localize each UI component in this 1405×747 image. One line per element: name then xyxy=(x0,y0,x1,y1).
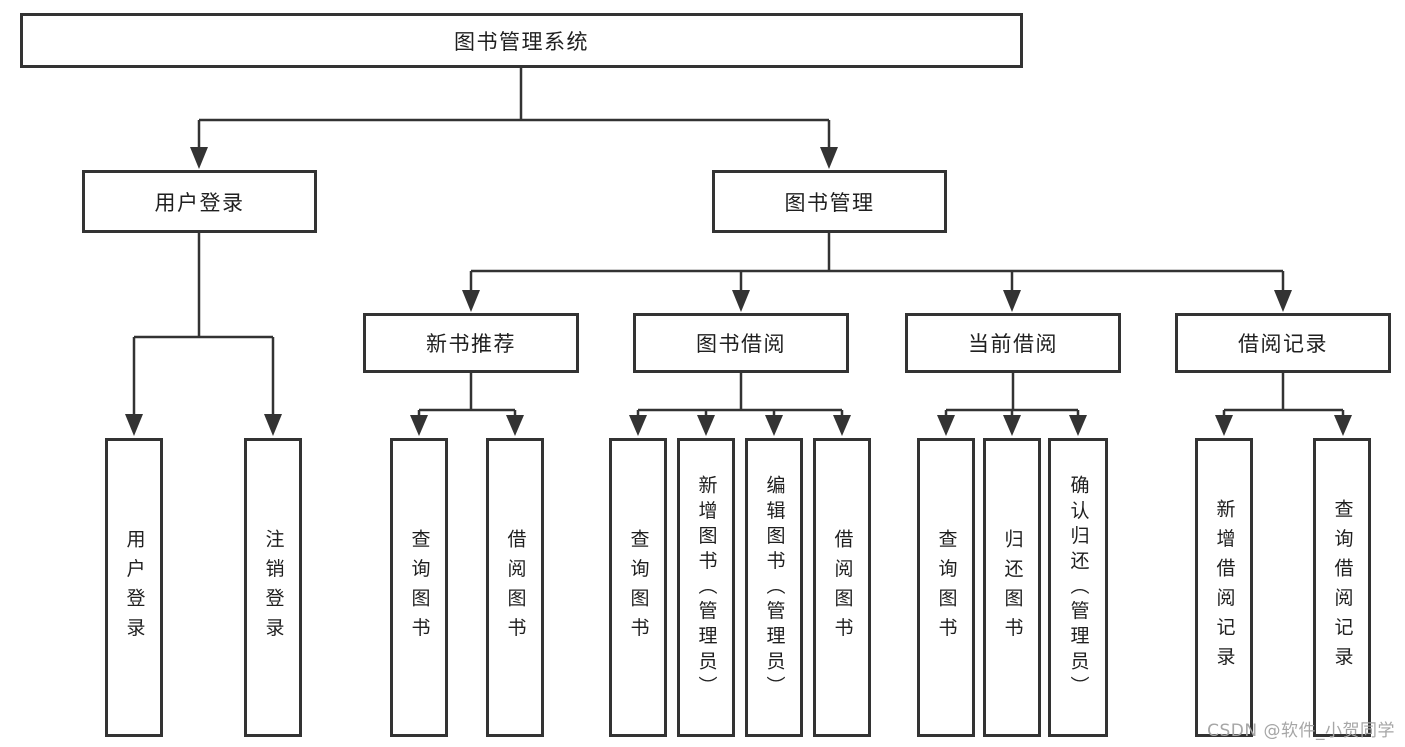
leaf-add-books-admin: 新增图书（管理员） xyxy=(677,438,735,737)
node-book-borrow: 图书借阅 xyxy=(633,313,849,373)
leaf-label: 借阅图书 xyxy=(504,528,527,647)
leaf-confirm-return-admin: 确认归还（管理员） xyxy=(1048,438,1108,737)
leaf-label: 编辑图书（管理员） xyxy=(763,474,786,701)
leaf-borrow-books-recommend: 借阅图书 xyxy=(486,438,544,737)
leaf-query-borrow-record: 查询借阅记录 xyxy=(1313,438,1371,737)
leaf-borrow-books: 借阅图书 xyxy=(813,438,871,737)
leaf-label: 归还图书 xyxy=(1001,528,1024,647)
node-book-management: 图书管理 xyxy=(712,170,947,233)
leaf-label: 新增借阅记录 xyxy=(1213,499,1236,676)
leaf-return-books: 归还图书 xyxy=(983,438,1041,737)
leaf-label: 查询图书 xyxy=(935,528,958,647)
node-label: 图书管理 xyxy=(784,190,875,215)
node-library-management-system: 图书管理系统 xyxy=(20,13,1023,68)
node-current-borrow: 当前借阅 xyxy=(905,313,1121,373)
leaf-label: 借阅图书 xyxy=(831,528,854,647)
leaf-query-books-borrow: 查询图书 xyxy=(609,438,667,737)
leaf-label: 确认归还（管理员） xyxy=(1067,474,1090,701)
node-new-book-recommend: 新书推荐 xyxy=(363,313,579,373)
node-borrow-records: 借阅记录 xyxy=(1175,313,1391,373)
node-user-login: 用户登录 xyxy=(82,170,317,233)
node-label: 用户登录 xyxy=(154,190,245,215)
node-label: 图书管理系统 xyxy=(454,29,589,54)
leaf-label: 新增图书（管理员） xyxy=(695,474,718,701)
leaf-query-books-recommend: 查询图书 xyxy=(390,438,448,737)
leaf-query-books-current: 查询图书 xyxy=(917,438,975,737)
leaf-logout: 注销登录 xyxy=(244,438,302,737)
leaf-label: 查询图书 xyxy=(627,528,650,647)
node-label: 新书推荐 xyxy=(426,332,516,356)
leaf-user-login: 用户登录 xyxy=(105,438,163,737)
leaf-label: 查询借阅记录 xyxy=(1331,499,1354,676)
leaf-label: 用户登录 xyxy=(123,528,146,647)
leaf-label: 查询图书 xyxy=(408,528,431,647)
arrowhead-icons xyxy=(125,147,1352,436)
node-label: 当前借阅 xyxy=(968,332,1058,356)
node-label: 图书借阅 xyxy=(696,332,786,356)
leaf-label: 注销登录 xyxy=(262,528,285,647)
leaf-edit-books-admin: 编辑图书（管理员） xyxy=(745,438,803,737)
leaf-add-borrow-record: 新增借阅记录 xyxy=(1195,438,1253,737)
node-label: 借阅记录 xyxy=(1238,332,1328,356)
csdn-watermark: CSDN @软件_小贺同学 xyxy=(1207,721,1395,741)
